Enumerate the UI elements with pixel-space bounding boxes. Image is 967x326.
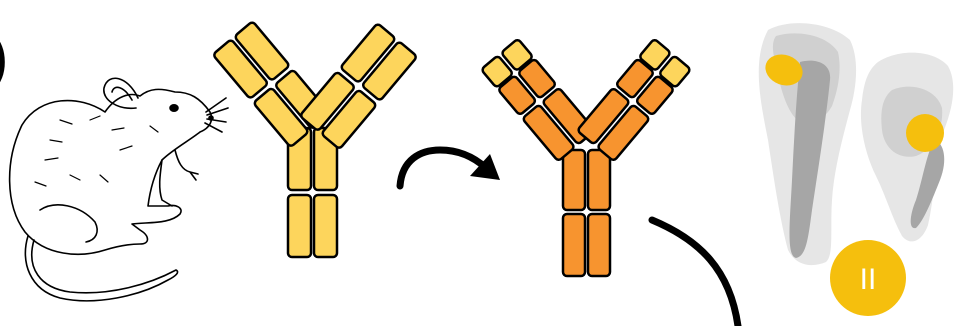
- curved-arrow-icon: [396, 146, 500, 190]
- cytoskeleton-right: [910, 140, 945, 229]
- cell-icon: [758, 23, 954, 266]
- nucleus-right: [906, 114, 944, 152]
- step-badge: II: [830, 240, 906, 316]
- mouse-ear: [103, 77, 139, 110]
- cytoskeleton-left: [789, 60, 831, 259]
- mouse-icon: [8, 77, 229, 302]
- mouse-body: [8, 88, 213, 255]
- secondary-antibody-icon: [481, 38, 691, 278]
- primary-antibody-icon: [213, 21, 417, 259]
- connector-line: [648, 216, 742, 326]
- edge-character: ): [0, 23, 9, 92]
- mouse-eye: [169, 104, 179, 113]
- step-badge-label: II: [860, 263, 877, 296]
- mouse-tail: [24, 235, 179, 302]
- nucleus-left: [765, 54, 803, 86]
